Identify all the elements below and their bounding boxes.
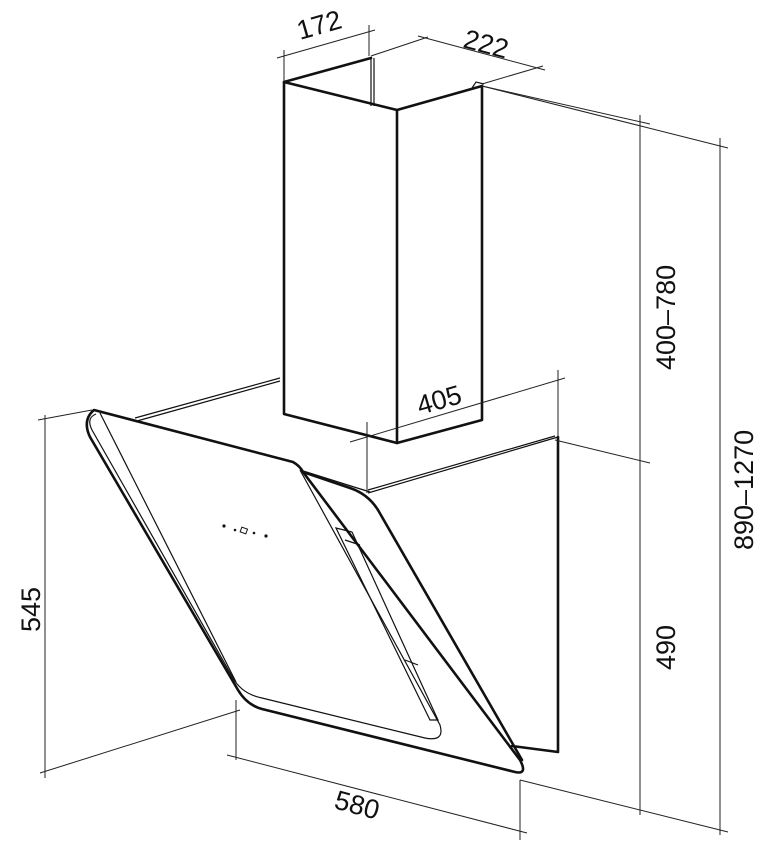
dimension-lines (37, 25, 729, 840)
dim-glass-height: 545 (16, 587, 46, 632)
dim-total-height: 890–1270 (729, 430, 759, 550)
hood-body (134, 377, 560, 754)
dim-body-depth: 405 (413, 380, 465, 421)
glass-panel (85, 408, 525, 774)
dim-chimney-height: 400–780 (651, 265, 681, 370)
dim-width: 580 (331, 785, 382, 826)
control-buttons (222, 524, 268, 538)
chimney (282, 56, 485, 445)
dim-chimney-width: 172 (293, 5, 345, 46)
dim-body-height: 490 (651, 625, 681, 670)
dim-chimney-depth: 222 (460, 24, 511, 65)
